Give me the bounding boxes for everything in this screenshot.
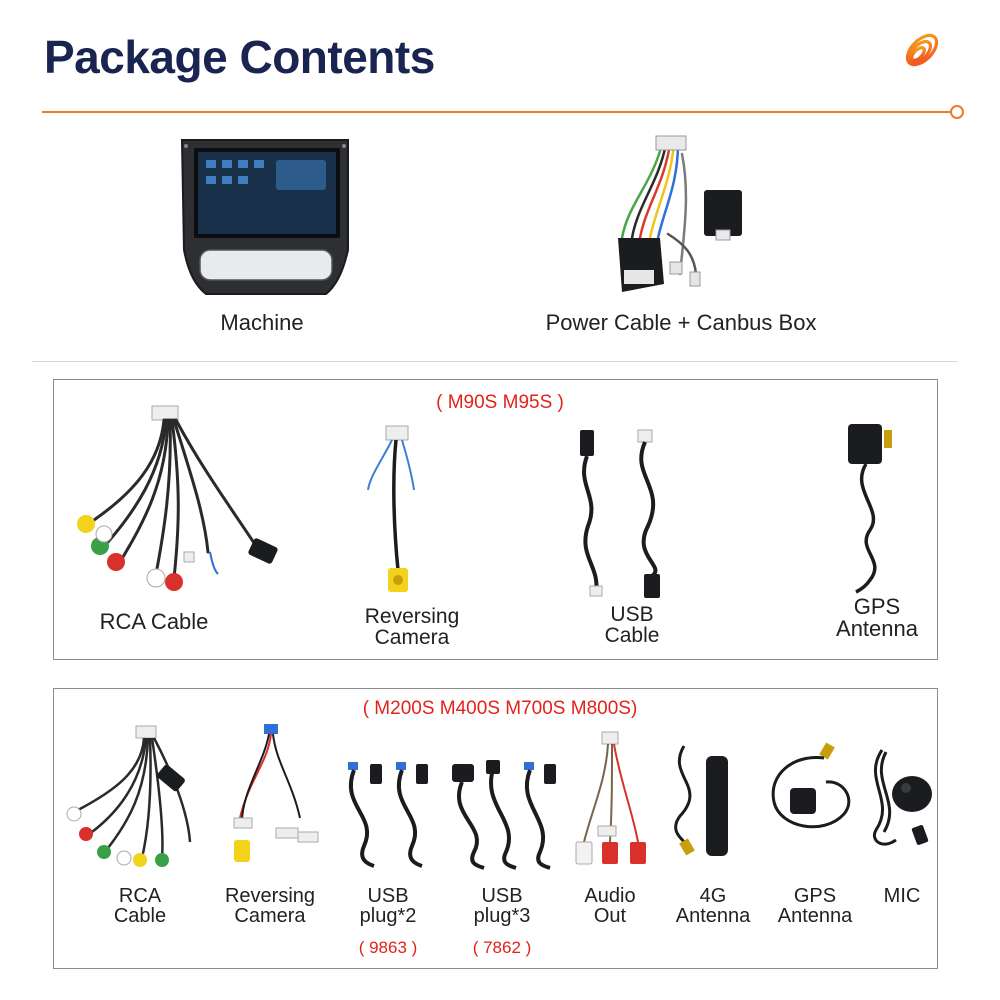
box1-reversing-camera-item <box>362 420 432 602</box>
box1-models: ( M90S M95S ) <box>436 392 564 413</box>
machine-item <box>176 132 356 302</box>
box1-gps-antenna-label: GPS Antenna <box>836 594 918 641</box>
usb-cable-image <box>580 429 660 598</box>
package-box-m200s <box>53 688 938 969</box>
box2-usb-plug-3-item <box>450 756 560 872</box>
box2-reversing-camera-item <box>218 722 322 872</box>
header-rule <box>42 111 954 113</box>
box2-usb-plug-2-code: ( 9863 ) <box>358 938 418 957</box>
header-rule-dot <box>950 105 964 119</box>
rca-cable-image <box>77 405 278 591</box>
box2-rca-cable-label: RCA Cable <box>113 885 167 927</box>
brand-logo-icon <box>905 33 939 67</box>
box2-mic-item <box>862 740 942 860</box>
usb-plug-3-image <box>452 760 556 870</box>
box1-usb-cable-item <box>570 426 690 602</box>
box1-usb-cable-label: USB Cable <box>604 603 660 647</box>
box2-models: ( M200S M400S M700S M800S) <box>362 698 638 719</box>
box2-mic-label: MIC <box>883 885 921 907</box>
mic-image <box>873 749 932 846</box>
box2-4g-antenna-label: 4G Antenna <box>675 885 751 927</box>
box2-gps-antenna-label: GPS Antenna <box>777 885 853 927</box>
box1-gps-antenna-item <box>840 420 910 596</box>
power-cable-image <box>618 135 742 292</box>
power-cable-label: Power Cable + Canbus Box <box>545 310 817 335</box>
box2-usb-plug-2-label: USB plug*2 <box>359 885 417 927</box>
box2-usb-plug-2-item <box>344 756 434 872</box>
page-title: Package Contents <box>44 31 435 83</box>
box1-reversing-camera-label: Reversing Camera <box>364 605 460 649</box>
gps-antenna-image-2 <box>771 742 851 829</box>
box2-reversing-camera-label: Reversing Camera <box>224 885 316 927</box>
audio-out-image <box>575 731 646 865</box>
section-divider <box>32 361 958 362</box>
gps-antenna-image <box>848 424 892 594</box>
reversing-camera-image-2 <box>233 724 319 862</box>
machine-label: Machine <box>220 310 304 335</box>
box1-rca-cable-label: RCA Cable <box>99 609 209 634</box>
package-box-m90s <box>53 379 938 660</box>
box1-rca-cable-item <box>64 402 284 602</box>
rca-cable-image-2 <box>66 725 192 867</box>
box2-rca-cable-item <box>62 722 198 872</box>
box2-gps-antenna-item <box>764 740 860 850</box>
box2-usb-plug-3-label: USB plug*3 <box>473 885 531 927</box>
usb-plug-2-image <box>348 762 428 868</box>
power-cable-item <box>598 134 748 304</box>
box2-usb-plug-3-code: ( 7862 ) <box>472 938 532 957</box>
box2-audio-out-item <box>572 730 652 874</box>
box2-4g-antenna-item <box>664 736 744 862</box>
box2-audio-out-label: Audio Out <box>584 885 636 927</box>
4g-antenna-image <box>674 745 728 856</box>
machine-image <box>180 139 349 295</box>
reversing-camera-image <box>367 425 415 592</box>
